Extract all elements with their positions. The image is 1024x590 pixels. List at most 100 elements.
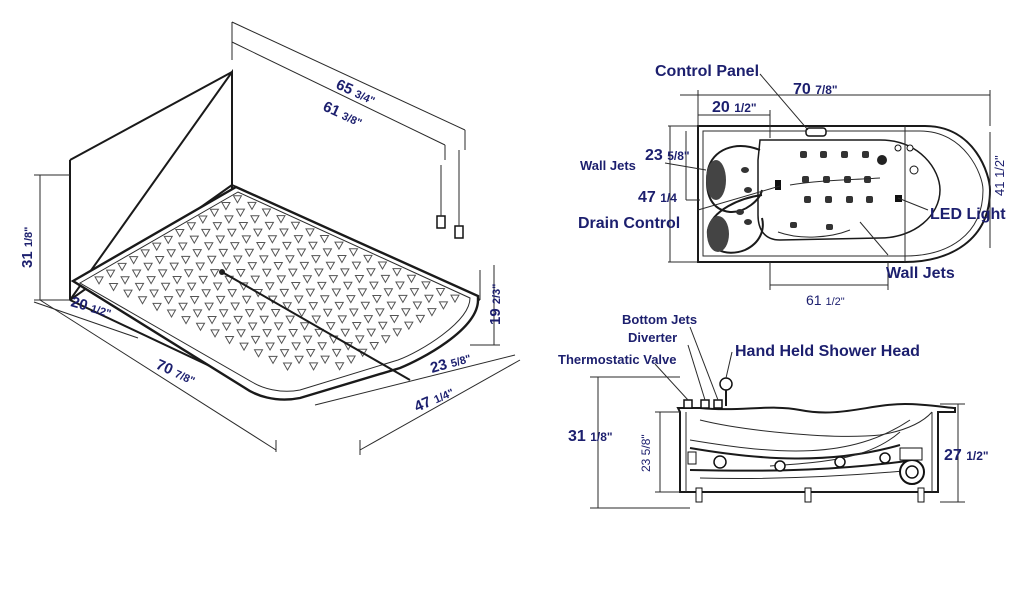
tread-mark	[172, 275, 182, 285]
tread-mark	[386, 301, 397, 311]
side-dim-31: 31 1/8"	[568, 428, 613, 445]
tread-mark	[117, 262, 127, 272]
tread-mark	[308, 241, 318, 251]
tread-mark	[178, 302, 188, 312]
tread-mark	[256, 242, 266, 251]
tread-mark	[357, 288, 368, 297]
tread-mark	[169, 262, 180, 272]
tread-mark	[363, 315, 374, 324]
tread-mark	[276, 215, 286, 224]
top-view: Control Panel Wall Jets Drain Control LE…	[578, 63, 1007, 308]
iso-floor-inner	[78, 191, 471, 392]
tread-mark	[435, 287, 446, 297]
tread-mark	[221, 262, 232, 271]
tread-mark	[108, 283, 119, 292]
tread-mark	[319, 234, 330, 244]
tread-mark	[348, 248, 359, 257]
side-label-thermostatic-valve: Thermostatic Valve	[558, 352, 677, 367]
tread-mark	[186, 282, 197, 292]
top-label-control-panel: Control Panel	[655, 63, 759, 80]
tread-mark	[296, 308, 307, 318]
tread-mark	[409, 288, 420, 297]
tread-mark	[363, 254, 373, 264]
side-dim-27: 27 1/2"	[944, 447, 989, 464]
tread-mark	[134, 282, 145, 292]
tread-mark	[174, 229, 185, 238]
svg-text:23 5/8": 23 5/8"	[639, 434, 653, 472]
top-seat-jets	[736, 167, 752, 225]
tread-mark	[203, 242, 214, 251]
tread-mark	[236, 329, 246, 338]
tread-mark	[241, 295, 252, 305]
tread-mark	[299, 261, 310, 271]
tread-mark	[227, 289, 238, 298]
tread-mark	[204, 302, 214, 312]
tread-mark	[120, 276, 130, 285]
tread-mark	[308, 302, 319, 311]
iso-dim-23: 23 5/8"	[428, 353, 472, 377]
tread-mark	[337, 254, 347, 264]
tread-mark	[198, 275, 209, 285]
tread-mark	[262, 329, 272, 338]
tread-mark	[247, 201, 257, 211]
tread-mark	[250, 335, 261, 345]
tread-mark	[238, 221, 249, 231]
tread-mark	[406, 274, 417, 284]
tread-mark	[212, 282, 223, 291]
tread-mark	[175, 289, 185, 298]
tread-mark	[287, 268, 298, 278]
top-dim-70: 70 7/8"	[793, 81, 838, 98]
tread-mark	[247, 262, 258, 271]
tread-mark	[259, 315, 269, 325]
tread-mark	[438, 301, 449, 310]
side-pipes	[687, 431, 916, 480]
tread-mark	[154, 255, 165, 265]
tread-mark	[288, 328, 298, 338]
tread-mark	[273, 262, 284, 271]
tread-mark	[232, 255, 243, 265]
tread-mark	[319, 295, 330, 304]
tread-mark	[366, 268, 376, 277]
tread-mark	[232, 195, 243, 204]
tread-mark	[166, 249, 177, 258]
top-dim-23: 23 5/8"	[645, 147, 690, 164]
tread-mark	[247, 322, 258, 332]
tread-mark	[224, 336, 235, 345]
tread-mark	[137, 296, 148, 305]
top-label-wall-jets-right: Wall Jets	[886, 265, 955, 282]
tread-mark	[322, 308, 333, 318]
iso-floor-tread-pattern	[94, 195, 460, 372]
top-faucet	[877, 155, 887, 165]
side-label-bottom-jets: Bottom Jets	[622, 312, 697, 327]
top-basin	[757, 139, 941, 241]
tread-mark	[212, 222, 223, 231]
top-dim-20: 20 1/2"	[712, 99, 757, 116]
tread-mark	[128, 256, 139, 265]
tread-mark	[270, 248, 281, 258]
tread-mark	[377, 261, 388, 270]
iso-dim-70: 70 7/8"	[153, 356, 196, 387]
tread-mark	[218, 309, 229, 318]
tread-mark	[157, 269, 168, 278]
tread-mark	[279, 228, 289, 237]
tread-mark	[412, 301, 423, 310]
tread-mark	[374, 308, 385, 317]
tread-mark	[209, 208, 220, 218]
tread-mark	[369, 281, 379, 291]
tread-mark	[186, 222, 197, 231]
tread-mark	[305, 288, 316, 298]
tread-mark	[343, 281, 353, 291]
tread-mark	[244, 309, 255, 318]
tread-mark	[264, 221, 275, 231]
tread-mark	[160, 282, 171, 292]
tread-mark	[427, 308, 437, 317]
tread-mark	[316, 281, 327, 291]
tread-mark	[294, 355, 304, 365]
tread-mark	[285, 315, 296, 325]
top-dim-61: 61 1/2"	[806, 292, 845, 308]
tread-mark	[340, 328, 351, 338]
tread-mark	[198, 215, 208, 225]
tread-mark	[235, 208, 246, 218]
tread-mark	[143, 262, 153, 272]
tread-mark	[221, 201, 231, 211]
